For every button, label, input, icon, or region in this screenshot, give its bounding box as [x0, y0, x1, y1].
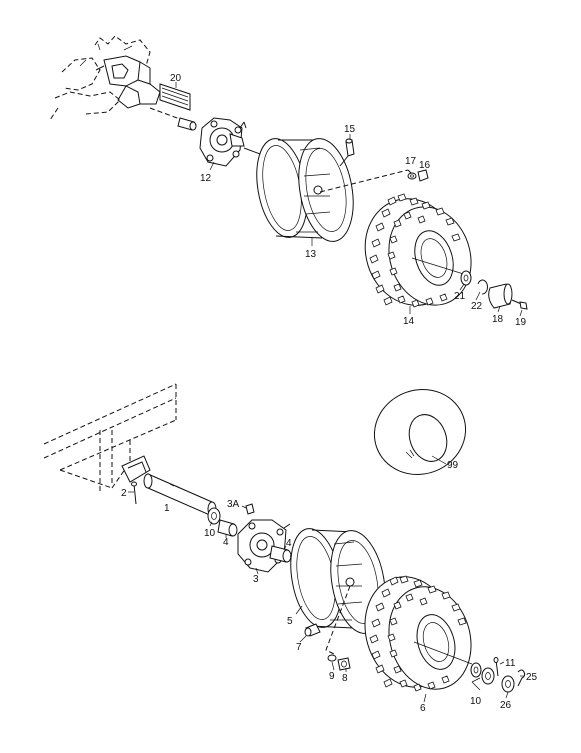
- pin-2: [131, 481, 137, 505]
- callout-3a: 3A: [227, 499, 240, 510]
- callout-21: 21: [454, 291, 466, 302]
- washer-26: [501, 675, 515, 693]
- leaders-top: [175, 82, 523, 317]
- stud-line-bottom: [325, 585, 351, 655]
- tire-tread-top: [369, 193, 461, 308]
- callout-10-left: 10: [204, 528, 216, 539]
- washer-9: [327, 654, 337, 662]
- callout-22: 22: [471, 301, 483, 312]
- callout-4-left: 4: [223, 537, 229, 548]
- bearing-10b: [481, 667, 495, 685]
- frame-housing: [49, 35, 161, 121]
- lug-nut-16: [417, 169, 429, 182]
- bearing-10a: [207, 507, 221, 525]
- callout-15: 15: [344, 124, 356, 135]
- lug-nut-8: [337, 657, 351, 671]
- callout-12: 12: [200, 173, 212, 184]
- grease-fitting: [245, 503, 255, 515]
- axle-sleeve: [177, 117, 197, 131]
- washer-10b: [470, 662, 482, 678]
- callout-6: 6: [420, 703, 426, 714]
- washer-21: [460, 270, 472, 286]
- retaining-clip-22: [477, 279, 488, 295]
- callout-labels: 20 15 17 16 12 13 21 22 18 19 14 99 2 1 …: [121, 73, 538, 714]
- spacer-4b: [269, 545, 292, 563]
- callout-26: 26: [500, 700, 512, 711]
- hub-bottom: [237, 519, 291, 573]
- washer-17: [407, 172, 417, 180]
- callout-5: 5: [287, 616, 293, 627]
- callout-13: 13: [305, 249, 317, 260]
- callout-9: 9: [329, 671, 335, 682]
- callout-16: 16: [419, 160, 431, 171]
- valve-stem: [339, 138, 355, 167]
- callout-10-right: 10: [470, 696, 482, 707]
- callout-99: 99: [447, 460, 459, 471]
- callout-18: 18: [492, 314, 504, 325]
- top-assembly: [49, 35, 528, 317]
- tire-tread-bottom: [369, 575, 467, 692]
- chassis-frame: [43, 383, 177, 492]
- leaders-bottom: [128, 491, 524, 703]
- clip-25: [517, 669, 526, 687]
- callout-25: 25: [526, 672, 538, 683]
- callout-20: 20: [170, 73, 182, 84]
- callout-7: 7: [296, 642, 302, 653]
- callout-8: 8: [342, 673, 348, 684]
- axle-bracket: [121, 455, 151, 483]
- screw-19: [511, 299, 528, 310]
- tire-bottom: [364, 575, 472, 692]
- callout-2: 2: [121, 488, 127, 499]
- hub-cap-18: [488, 283, 513, 309]
- hub-assembly: [199, 117, 247, 167]
- callout-11: 11: [505, 658, 516, 669]
- inner-tube: [373, 389, 467, 475]
- callout-19: 19: [515, 317, 527, 328]
- callout-14: 14: [403, 316, 415, 327]
- callout-17: 17: [405, 156, 417, 167]
- valve-stem-bottom: [304, 623, 321, 637]
- cotter-pin-11: [493, 657, 499, 677]
- callout-4-right: 4: [286, 538, 292, 549]
- tire-top: [364, 193, 472, 308]
- callout-1: 1: [164, 503, 170, 514]
- wheel-rim: [256, 138, 354, 242]
- shim-plate: [159, 83, 191, 111]
- callout-3: 3: [253, 574, 259, 585]
- axle-tube: [143, 473, 217, 517]
- bottom-assembly: [43, 383, 526, 703]
- spacer-4a: [217, 519, 238, 537]
